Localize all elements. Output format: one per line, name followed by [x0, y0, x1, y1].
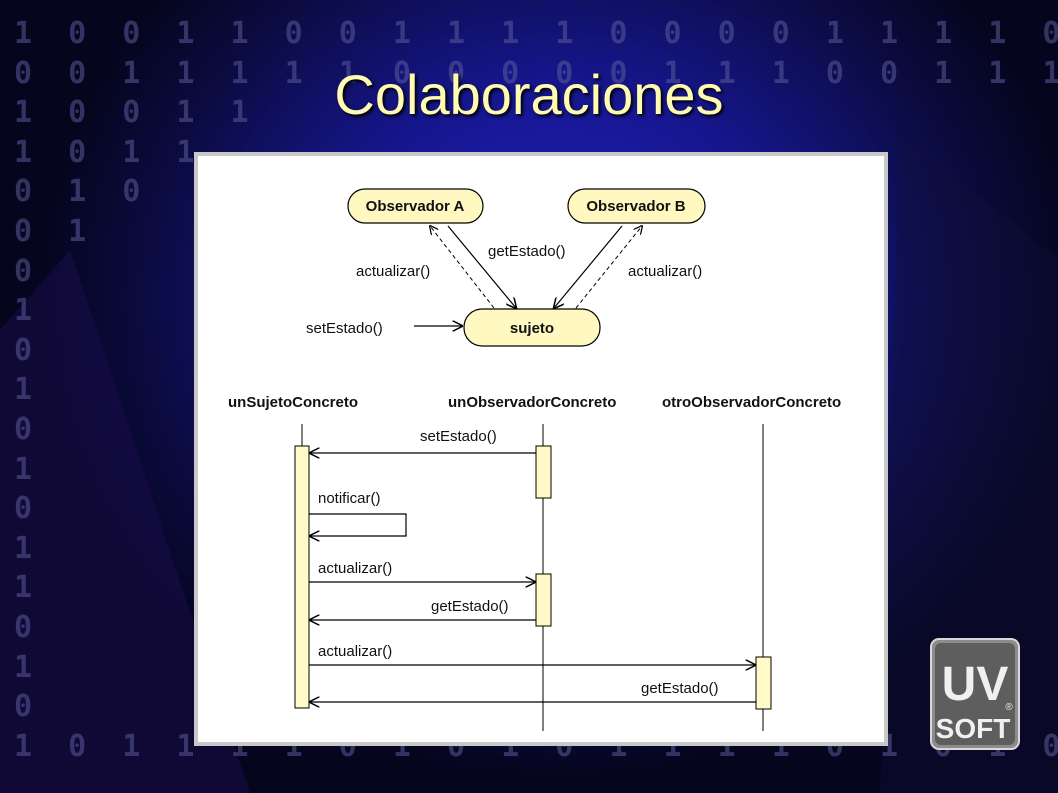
binary-row: 1	[14, 570, 42, 606]
message-2-label: notificar()	[318, 490, 381, 507]
observer-b-label: Observador B	[586, 198, 685, 215]
binary-row: 1	[14, 451, 42, 487]
message-4-label: getEstado()	[431, 598, 509, 615]
diagram-panel: Observador A Observador B sujeto getEsta…	[194, 152, 888, 746]
message-5-label: actualizar()	[318, 643, 392, 660]
message-3-label: actualizar()	[318, 560, 392, 577]
uvsoft-logo: UV SOFT ®	[930, 638, 1020, 750]
binary-row: 0 0 1 1 1 1 1 0 0 0 0 0 1 1 1 0 0 1 1 1 …	[14, 55, 1058, 91]
message-2-arrow	[309, 513, 407, 536]
binary-row: 1 0 0 1 1	[14, 95, 258, 131]
binary-row: 1	[14, 530, 42, 566]
activation-observer-2	[755, 656, 772, 710]
message-1-label: setEstado()	[420, 428, 497, 445]
logo-registered-mark: ®	[1005, 702, 1013, 713]
binary-row: 1 0 0 1 1 0 0 1 1 1 1 0 0 0 0 1 1 1 1 0 …	[14, 16, 1058, 51]
observer-b-node: Observador B	[567, 188, 706, 224]
binary-row: 1	[14, 649, 42, 685]
update-left-label: actualizar()	[356, 263, 430, 280]
binary-row: 1	[14, 372, 42, 408]
binary-row: 0	[14, 332, 42, 368]
binary-row: 0 1	[14, 214, 96, 249]
logo-bottom-text: SOFT	[936, 713, 1011, 744]
logo-top-text: UV	[942, 658, 1009, 711]
binary-row: 0	[14, 610, 42, 645]
subject-node: sujeto	[463, 308, 601, 347]
activation-observer-1-a	[535, 445, 552, 499]
lifeline-label-subject: unSujetoConcreto	[228, 394, 358, 411]
set-state-label: setEstado()	[306, 320, 383, 337]
activation-observer-1-b	[535, 573, 552, 627]
message-6-label: getEstado()	[641, 680, 719, 697]
slide-title: Colaboraciones	[334, 63, 724, 126]
observer-a-label: Observador A	[366, 198, 465, 215]
binary-row: 0	[14, 491, 42, 527]
binary-row: 0	[14, 412, 42, 447]
binary-row: 0 1 0	[14, 174, 150, 210]
binary-row: 0	[14, 689, 42, 725]
binary-row: 1 0 1 1	[14, 134, 204, 170]
observer-diagram: Observador A Observador B sujeto getEsta…	[228, 188, 841, 731]
get-state-a-arrow	[447, 225, 516, 308]
update-a-arrow	[430, 226, 495, 309]
observer-a-node: Observador A	[347, 188, 484, 224]
lifeline-label-observer-2: otroObservadorConcreto	[662, 394, 841, 411]
get-state-b-arrow	[554, 225, 623, 308]
get-state-label: getEstado()	[488, 243, 566, 260]
update-right-label: actualizar()	[628, 263, 702, 280]
subject-label: sujeto	[510, 320, 554, 337]
binary-row: 0	[14, 253, 42, 289]
update-b-arrow	[575, 226, 642, 309]
activation-subject	[294, 445, 310, 709]
binary-row: 1	[14, 293, 42, 329]
lifeline-label-observer-1: unObservadorConcreto	[448, 394, 616, 411]
